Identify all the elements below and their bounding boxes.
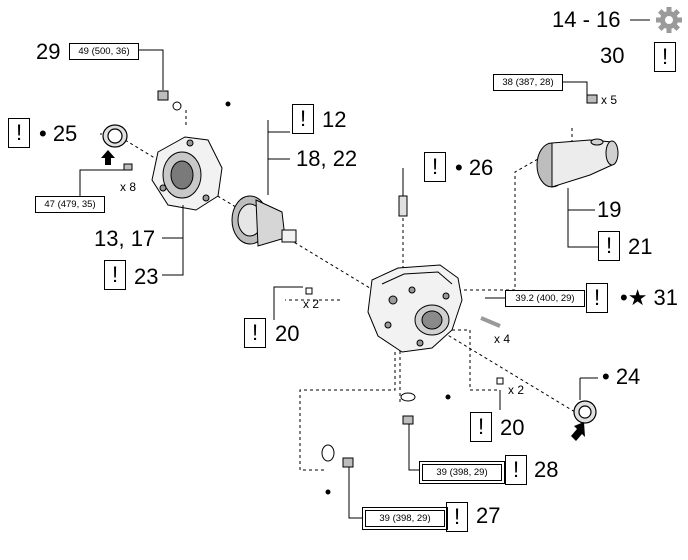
part-label-20a: 20 bbox=[275, 321, 300, 346]
gasket-28 bbox=[400, 392, 451, 425]
part-label-13-17: 13, 17 bbox=[94, 226, 156, 251]
differential-carrier-housing bbox=[367, 264, 463, 353]
qty-label-x2a: x 2 bbox=[303, 297, 320, 311]
qty-label-x8: x 8 bbox=[120, 180, 137, 194]
torque-box-28: 39 (398, 29) bbox=[419, 461, 505, 484]
part-label-26: • 26 bbox=[455, 155, 494, 180]
part-label-29: 29 bbox=[36, 39, 61, 64]
stud-31 bbox=[480, 316, 501, 328]
part-label-12: 12 bbox=[322, 107, 347, 132]
notice-box-20a: ! bbox=[244, 318, 266, 348]
oil-seal-25 bbox=[102, 124, 128, 148]
oil-seal-24 bbox=[573, 400, 597, 424]
notice-box-25: ! bbox=[8, 118, 30, 148]
notice-box-28: ! bbox=[505, 455, 527, 485]
part-label-23: 23 bbox=[134, 264, 159, 289]
part-label-21: 21 bbox=[628, 234, 653, 259]
bolt-38 bbox=[586, 94, 598, 104]
up-arrow-icon bbox=[101, 150, 115, 165]
leader-lines bbox=[79, 19, 650, 519]
part-label-18-22: 18, 22 bbox=[296, 146, 358, 171]
pin-20b bbox=[496, 377, 504, 385]
up-arrow-icon bbox=[571, 422, 585, 441]
qty-label-x5: x 5 bbox=[601, 93, 618, 107]
assembly-centerlines bbox=[119, 110, 581, 471]
notice-box-20b: ! bbox=[470, 412, 492, 442]
gasket-27 bbox=[321, 444, 354, 495]
notice-box-27: ! bbox=[446, 502, 468, 532]
part-label-24: • 24 bbox=[602, 364, 641, 389]
gear-icon bbox=[656, 7, 682, 33]
notice-box-12: ! bbox=[292, 104, 314, 134]
notice-box-26: ! bbox=[424, 152, 446, 182]
part-label-30: 30 bbox=[600, 43, 625, 68]
drain-plug-29 bbox=[157, 90, 231, 111]
torque-box-47: 47 (479, 35) bbox=[35, 196, 105, 213]
breather-plug-26 bbox=[398, 195, 408, 217]
notice-box-21: ! bbox=[598, 231, 620, 261]
qty-label-x4: x 4 bbox=[494, 332, 511, 346]
torque-box-29: 49 (500, 36) bbox=[69, 43, 139, 60]
notice-box-30: ! bbox=[654, 42, 676, 72]
torque-box-38: 38 (387, 28) bbox=[493, 74, 563, 91]
notice-box-31: ! bbox=[586, 283, 608, 313]
part-label-14-16: 14 - 16 bbox=[552, 7, 621, 32]
part-label-20b: 20 bbox=[500, 415, 525, 440]
companion-flange bbox=[536, 138, 619, 188]
torque-box-39-2: 39.2 (400, 29) bbox=[505, 290, 585, 307]
part-label-25: • 25 bbox=[39, 121, 78, 146]
ring-gear-pinion bbox=[231, 195, 297, 247]
pin-20a bbox=[305, 287, 313, 295]
part-label-28: 28 bbox=[534, 457, 559, 482]
torque-box-27: 39 (398, 29) bbox=[362, 507, 448, 530]
bolt-47 bbox=[123, 163, 133, 171]
part-label-31: •★ 31 bbox=[620, 285, 679, 310]
part-label-19: 19 bbox=[597, 197, 622, 222]
carrier-cover bbox=[151, 136, 223, 211]
notice-box-23: ! bbox=[104, 260, 126, 290]
part-label-27: 27 bbox=[476, 503, 501, 528]
qty-label-x2b: x 2 bbox=[508, 383, 525, 397]
